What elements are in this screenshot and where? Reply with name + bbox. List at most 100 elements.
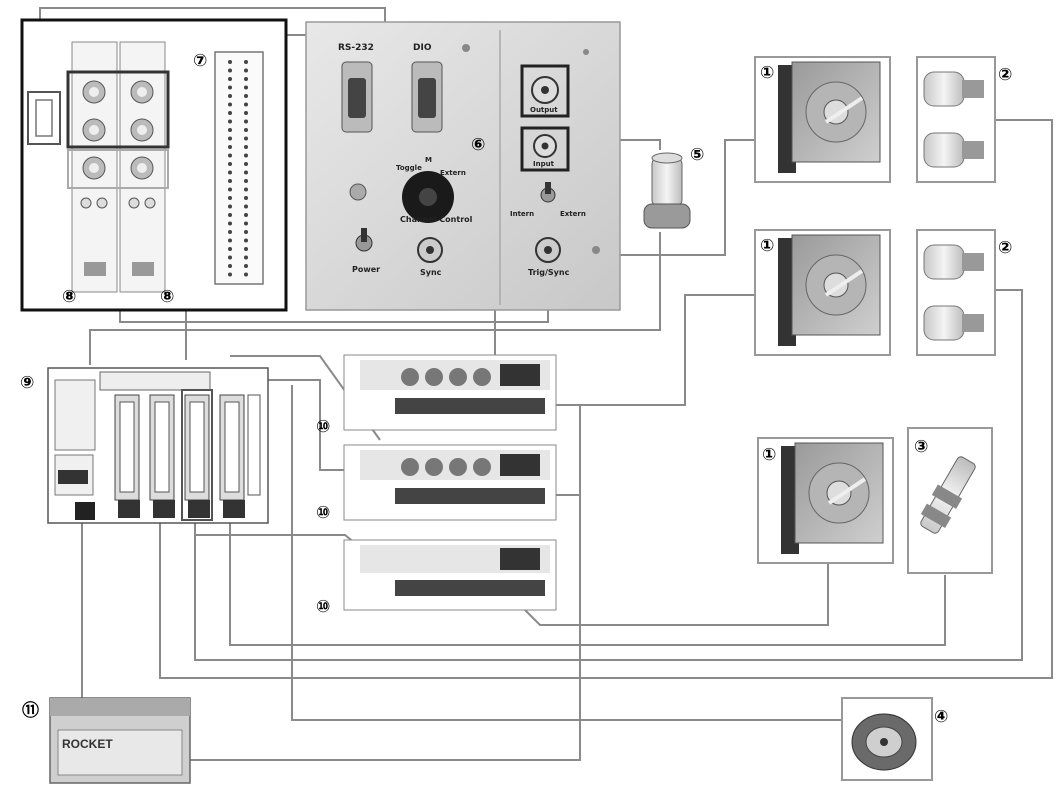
terminal-pin [244, 196, 248, 200]
amplifier-module-2 [119, 41, 166, 293]
terminal-pin [244, 102, 248, 107]
stepper-driver-2 [343, 444, 557, 521]
sync-label: Sync [420, 268, 442, 277]
terminal-pin [244, 221, 248, 226]
terminal-pin [228, 272, 232, 277]
terminal-pin [244, 255, 248, 260]
terminal-pin [244, 111, 248, 115]
terminal-pin [228, 221, 232, 226]
terminal-pin [244, 264, 248, 268]
intern-label: Intern [510, 210, 534, 218]
axis-connector-4[interactable] [219, 394, 245, 501]
marker-motor-3: ① [762, 445, 776, 465]
terminal-pin [228, 170, 232, 175]
extern-top-label: Extern [440, 169, 466, 177]
marker-driver-2: ⑩ [316, 503, 330, 523]
terminal-pin [228, 102, 232, 107]
terminal-pin [228, 179, 232, 183]
terminal-pin [228, 264, 232, 268]
terminal-pin [244, 119, 248, 124]
power-label: Power [352, 265, 380, 274]
terminal-pin [228, 111, 232, 115]
terminal-pin [244, 136, 248, 141]
marker-limit-switch-2: ② [998, 238, 1012, 258]
terminal-pin [244, 187, 248, 192]
stepper-motor-3 [757, 437, 894, 564]
terminal-pin [228, 68, 232, 73]
marker-control-panel: ⑥ [471, 135, 485, 155]
accelerometer-sensor [643, 152, 691, 229]
terminal-pin [244, 162, 248, 166]
input-label: Input [533, 160, 555, 168]
terminal-pin [228, 85, 232, 90]
terminal-pin [228, 187, 232, 192]
output-label: Output [530, 106, 558, 114]
axis-connector-2[interactable] [149, 394, 175, 501]
wire-9-to-encoder [291, 385, 842, 721]
marker-battery: ⑪ [22, 700, 39, 721]
toggle-label: Toggle [396, 164, 422, 172]
amplifier-module-1 [71, 41, 118, 293]
marker-terminal-board: ⑦ [193, 51, 207, 71]
trig-sync-label: Trig/Sync [528, 268, 570, 277]
marker-driver-1: ⑩ [316, 417, 330, 437]
terminal-pin [244, 230, 248, 234]
terminal-pin [228, 119, 232, 124]
proximity-sensor [907, 427, 993, 574]
terminal-pin [244, 213, 248, 217]
terminal-pin [244, 170, 248, 175]
terminal-pin [228, 153, 232, 158]
terminal-pin [228, 204, 232, 209]
axis-connector-3[interactable] [184, 394, 210, 501]
wire-accel-to-controller [89, 232, 661, 365]
signal-conditioning-box [20, 18, 288, 312]
terminal-board [214, 51, 264, 285]
terminal-pin [228, 247, 232, 251]
rotary-encoder [841, 697, 933, 781]
callout-markers: ① ① ① ② ② ③ ④ ⑤ ⑥ ⑦ ⑧ ⑧ ⑨ ⑩ ⑩ ⑩ ⑪ [20, 51, 1012, 727]
terminal-pin [244, 238, 248, 243]
terminal-pin [228, 145, 232, 149]
terminal-pin [228, 60, 232, 64]
controller-power-connector[interactable] [75, 502, 95, 520]
controller-highlight [181, 389, 213, 521]
axis-connector-1[interactable] [114, 394, 140, 501]
rs232-label: RS-232 [338, 43, 374, 53]
m-label: M [425, 156, 432, 164]
terminal-pin [244, 145, 248, 149]
terminal-pin [228, 196, 232, 200]
wire-9-to-proximity [229, 515, 946, 646]
stepper-motor-2 [754, 229, 891, 356]
terminal-pin [228, 94, 232, 98]
terminal-pin [228, 136, 232, 141]
wire-9-to-limit-sw1 [159, 119, 1053, 679]
wire-9-to-driver2 [262, 379, 360, 471]
terminal-pin [228, 128, 232, 132]
terminal-pin [244, 153, 248, 158]
marker-motor-2: ① [760, 236, 774, 256]
marker-proximity: ③ [914, 437, 928, 457]
wire-driver-ladder [190, 404, 581, 761]
wire-9-to-limit-sw2 [194, 289, 1023, 661]
terminal-pin [228, 230, 232, 234]
terminal-pin [244, 128, 248, 132]
terminal-pin [228, 77, 232, 81]
limit-switch-pair-2 [916, 229, 996, 356]
terminal-pin [244, 94, 248, 98]
stepper-driver-3 [343, 539, 557, 611]
terminal-pin [244, 247, 248, 251]
terminal-pin [228, 238, 232, 243]
battery-brand-label: ROCKET [62, 737, 113, 751]
stepper-driver-1 [343, 354, 557, 431]
terminal-pin [244, 68, 248, 73]
terminal-pin [228, 162, 232, 166]
input-bnc-highlight [520, 126, 570, 172]
motion-controller-board [47, 367, 269, 524]
terminal-pin [244, 60, 248, 64]
terminal-pin [244, 85, 248, 90]
highlight-output-group [66, 70, 170, 149]
terminal-pin [244, 204, 248, 209]
highlight-input-group [67, 149, 169, 189]
wiring [39, 7, 1053, 761]
